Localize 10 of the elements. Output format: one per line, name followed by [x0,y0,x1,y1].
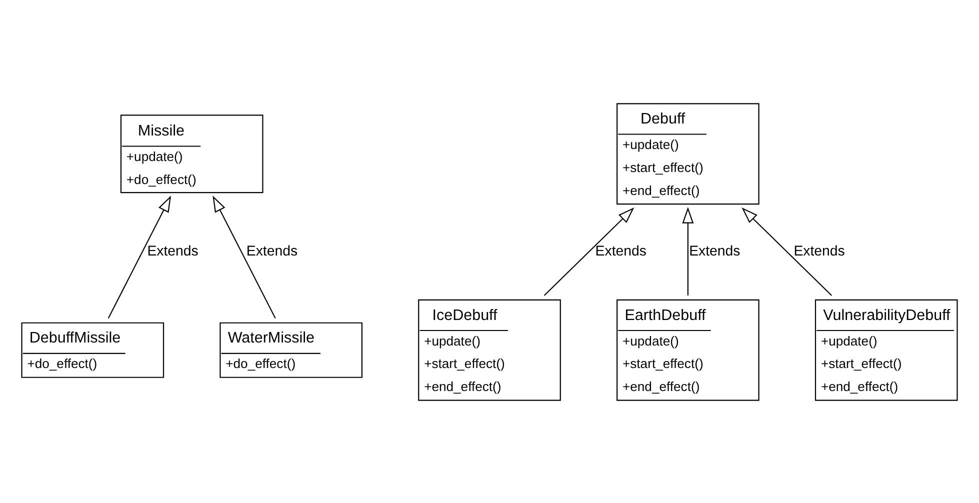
arrow [544,207,634,296]
edge-label: Extends [595,243,646,260]
edge-label: Extends [794,243,845,260]
arrow [212,195,276,318]
edge-label: Extends [689,243,740,260]
arrow [742,207,832,296]
edge-label: Extends [246,243,298,260]
arrow [108,195,172,318]
arrow [682,206,694,295]
edge-label: Extends [147,243,198,260]
